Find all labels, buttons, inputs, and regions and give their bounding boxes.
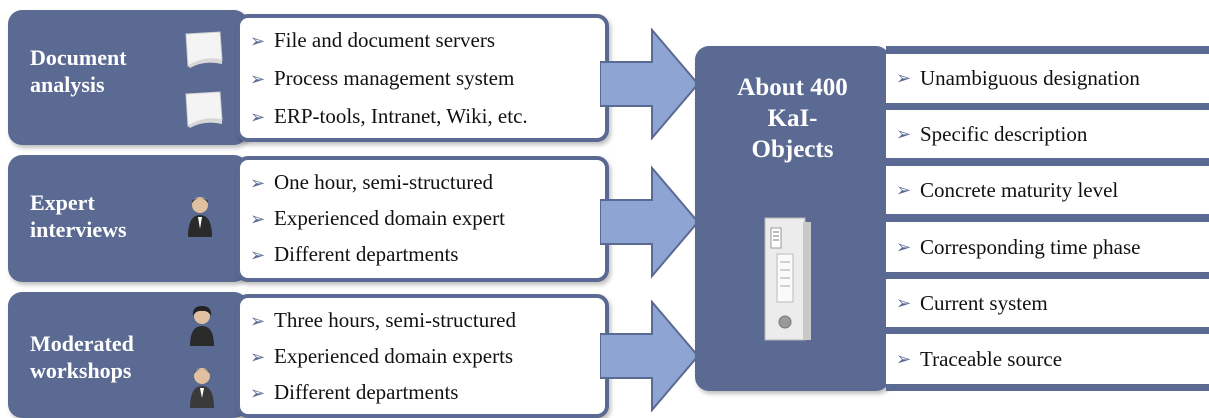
expert-interviews-title: Expert interviews <box>30 190 127 242</box>
arrow-bullet-icon: ➢ <box>250 245 266 265</box>
document-icon <box>185 91 223 128</box>
property-item: ➢Specific description <box>886 110 1209 158</box>
list-item: ➢One hour, semi-structured <box>250 170 494 194</box>
arrow-bullet-icon: ➢ <box>896 292 912 313</box>
property-item: ➢Corresponding time phase <box>886 222 1209 272</box>
person-icon <box>190 306 214 346</box>
arrow-bullet-icon: ➢ <box>896 236 912 257</box>
arrow-bullet-icon: ➢ <box>896 123 912 144</box>
arrow-bullet-icon: ➢ <box>250 311 266 331</box>
kai-objects-title: About 400 KaI- Objects <box>737 74 848 163</box>
arrow-bullet-icon: ➢ <box>250 383 266 403</box>
property-item: ➢Concrete maturity level <box>886 166 1209 214</box>
document-analysis-box: Document analysis <box>8 10 248 145</box>
moderated-workshops-box: Moderated workshops <box>8 292 248 418</box>
list-item: ➢Different departments <box>250 242 459 266</box>
arrow-bullet-icon: ➢ <box>250 209 266 229</box>
document-analysis-title: Document analysis <box>30 45 127 97</box>
arrow-bullet-icon: ➢ <box>896 179 912 200</box>
moderated-workshops-title: Moderated workshops <box>30 331 134 383</box>
list-item: ➢Experienced domain experts <box>250 344 514 368</box>
properties-column <box>886 46 1209 391</box>
list-item: ➢Process management system <box>250 66 515 90</box>
arrow-bullet-icon: ➢ <box>250 347 266 367</box>
property-item: ➢Unambiguous designation <box>886 54 1209 103</box>
expert-interviews-bullets: ➢One hour, semi-structured ➢Experienced … <box>236 156 609 282</box>
list-item: ➢Different departments <box>250 380 459 404</box>
arrow-bullet-icon: ➢ <box>250 173 266 193</box>
document-icon <box>185 31 223 68</box>
list-item: ➢Experienced domain expert <box>250 206 505 230</box>
property-item: ➢Current system <box>886 279 1209 327</box>
arrow-bullet-icon: ➢ <box>250 69 266 89</box>
person-icon <box>188 197 212 237</box>
list-item: ➢File and document servers <box>250 28 496 52</box>
arrow-bullet-icon: ➢ <box>896 348 912 369</box>
kai-objects-box: About 400 KaI- Objects <box>695 46 890 391</box>
arrow-bullet-icon: ➢ <box>250 31 266 51</box>
arrow-bullet-icon: ➢ <box>896 68 912 88</box>
expert-interviews-box: Expert interviews <box>8 155 248 282</box>
flow-arrow <box>600 299 700 413</box>
flow-arrow <box>600 165 700 279</box>
document-analysis-bullets: ➢File and document servers ➢Process mana… <box>236 14 609 142</box>
arrow-bullet-icon: ➢ <box>250 107 266 127</box>
binder-folder-icon <box>764 217 811 341</box>
list-item: ➢Three hours, semi-structured <box>250 308 517 332</box>
list-item: ➢ERP-tools, Intranet, Wiki, etc. <box>250 104 528 128</box>
moderated-workshops-bullets: ➢Three hours, semi-structured ➢Experienc… <box>236 294 609 418</box>
person-icon <box>190 368 214 408</box>
flow-arrow <box>600 27 700 141</box>
property-item: ➢Traceable source <box>886 334 1209 384</box>
